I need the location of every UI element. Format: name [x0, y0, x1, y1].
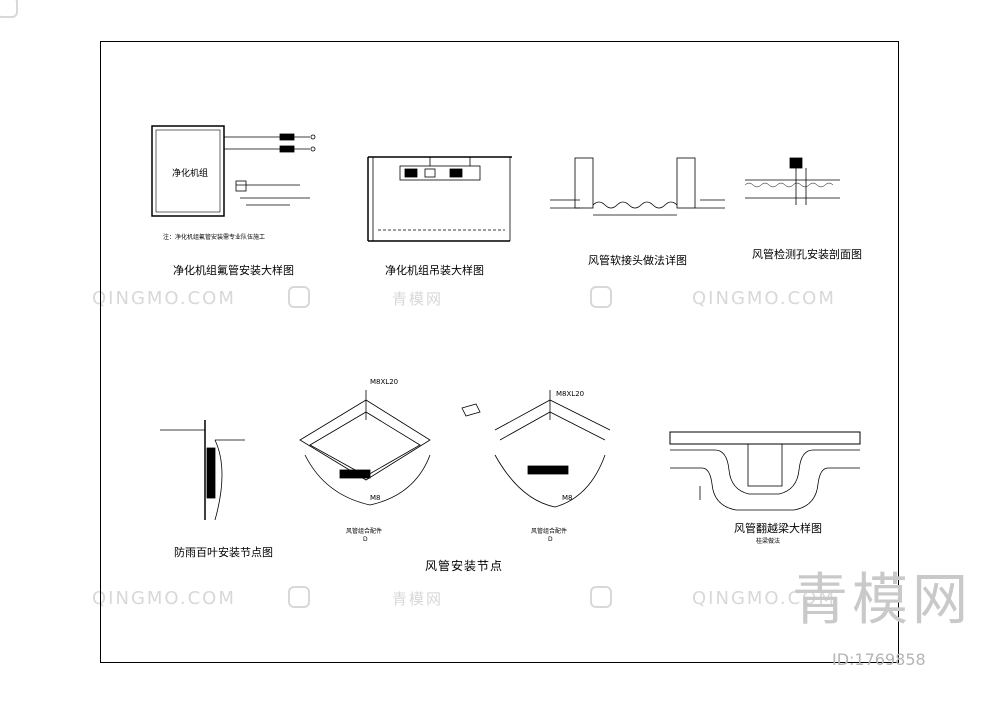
unit6a-caption-sub: D	[363, 536, 368, 543]
unit1-box-label: 净化机组	[172, 169, 209, 179]
watermark-text: QINGMO.COM	[692, 588, 836, 609]
drawing-frame	[100, 41, 899, 663]
unit1-drawing	[151, 125, 316, 217]
unit6b-bolt-label: M8XL20	[556, 390, 585, 398]
unit7-title: 风管翻越梁大样图	[734, 522, 822, 535]
unit3-title: 风管软接头做法详图	[588, 254, 687, 267]
watermark-logo	[288, 286, 310, 308]
watermark-text: QINGMO.COM	[692, 288, 836, 309]
unit6b-caption: 风管组合配件	[531, 528, 568, 535]
unit4-title: 风管检测孔安装剖面图	[752, 248, 862, 261]
watermark-logo	[590, 286, 612, 308]
unit5-drawing	[160, 420, 245, 521]
unit6a-nut-label: M8	[370, 494, 381, 502]
brand-watermark: 青模网	[792, 568, 972, 633]
watermark-text: QINGMO.COM	[92, 588, 236, 609]
unit6a-bolt-label: M8XL20	[370, 378, 399, 386]
unit6b-nut-label: M8	[562, 494, 573, 502]
unit2-drawing	[367, 156, 512, 242]
watermark-text: 青模网	[392, 590, 444, 608]
unit1-title: 净化机组氟管安装大样图	[173, 264, 294, 277]
unit4-drawing	[744, 157, 840, 205]
watermark-logo	[590, 586, 612, 608]
unit3-drawing	[550, 157, 725, 216]
unit6b-drawing	[461, 390, 611, 508]
unit6a-drawing	[299, 390, 431, 506]
unit7-sub: 桂梁做法	[756, 538, 781, 545]
unit5-title: 防雨百叶安装节点图	[174, 546, 273, 559]
unit6b-caption-sub: D	[548, 536, 553, 543]
unit6a-caption: 风管组合配件	[346, 528, 383, 535]
id-tag: ID:1769858	[832, 650, 926, 669]
unit7-drawing	[669, 431, 861, 511]
watermark-logo	[288, 586, 310, 608]
group-title: 风管安装节点	[425, 559, 504, 573]
watermark-logo	[0, 0, 18, 18]
watermark-text: QINGMO.COM	[92, 288, 236, 309]
unit2-title: 净化机组吊装大样图	[385, 264, 484, 277]
watermark-text: 青模网	[392, 290, 444, 308]
unit1-note: 注：净化机组氟管安装需专业队伍施工	[163, 234, 266, 241]
